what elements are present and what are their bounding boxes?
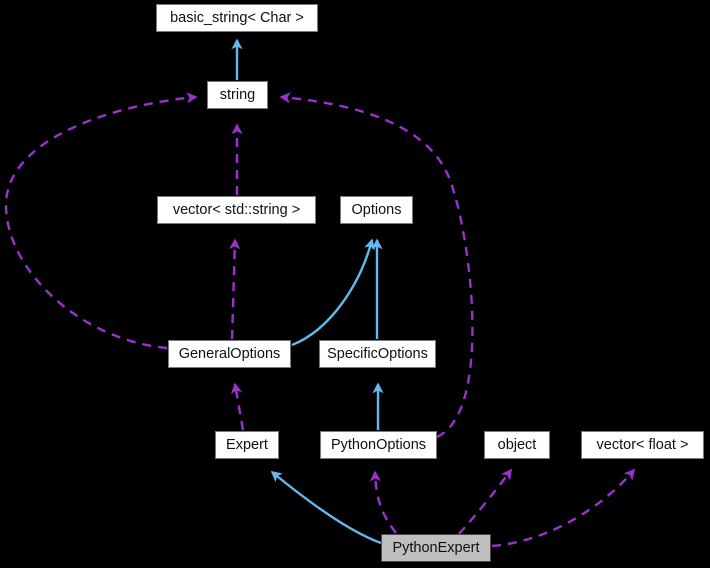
- node-label: Expert: [226, 436, 268, 453]
- node-label: Options: [351, 201, 402, 218]
- node-string[interactable]: string: [207, 81, 268, 109]
- node-label: GeneralOptions: [178, 345, 281, 362]
- edge-expert-to-general-options: [231, 382, 245, 431]
- node-object[interactable]: object: [484, 431, 550, 459]
- edge-general-options-to-options: [291, 238, 376, 347]
- node-label: vector< float >: [596, 436, 689, 453]
- node-label: SpecificOptions: [327, 345, 428, 362]
- edge-general-options-to-string: [4, 92, 198, 350]
- node-expert[interactable]: Expert: [215, 431, 279, 459]
- edge-python-expert-to-python-options: [369, 470, 397, 534]
- node-python-options[interactable]: PythonOptions: [320, 431, 437, 459]
- node-python-expert[interactable]: PythonExpert: [381, 534, 491, 562]
- node-label: vector< std::string >: [172, 201, 301, 218]
- node-general-options[interactable]: GeneralOptions: [168, 340, 291, 368]
- edge-python-expert-to-vector-float: [491, 468, 636, 548]
- edge-python-expert-to-expert: [270, 471, 382, 545]
- node-label: PythonExpert: [392, 539, 480, 556]
- node-label: basic_string< Char >: [170, 9, 304, 26]
- node-vector-std-string[interactable]: vector< std::string >: [157, 196, 316, 224]
- node-options[interactable]: Options: [340, 196, 413, 224]
- node-specific-options[interactable]: SpecificOptions: [319, 340, 436, 368]
- edge-python-expert-to-object: [458, 468, 512, 535]
- node-label: object: [497, 436, 537, 453]
- node-vector-float[interactable]: vector< float >: [581, 431, 704, 459]
- node-label: string: [219, 86, 256, 103]
- edge-python-options-to-string: [279, 92, 474, 439]
- node-basic-string[interactable]: basic_string< Char >: [156, 4, 318, 32]
- node-label: PythonOptions: [330, 436, 427, 453]
- edge-general-options-to-vector-string: [229, 238, 241, 340]
